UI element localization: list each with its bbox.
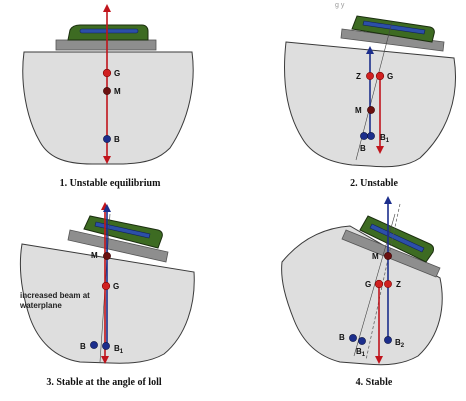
- panel-1-label-m: M: [114, 87, 121, 96]
- panel-4-caption: 4. Stable: [356, 377, 393, 388]
- panel-2-label-m: M: [355, 106, 362, 115]
- panel-4-label-z: Z: [396, 280, 401, 289]
- panel-1-hull: [22, 51, 194, 165]
- panel-1-deck: [55, 39, 157, 51]
- panel-4-label-g: G: [365, 280, 371, 289]
- panel-1-window-strip: [79, 28, 139, 34]
- panel-2-label-b: B: [360, 144, 366, 153]
- panel-3-deck: [67, 229, 169, 263]
- panel-3-point-b: [90, 341, 98, 349]
- panel-2-window-strip: [362, 20, 426, 35]
- panel-3-label-m: M: [91, 251, 98, 260]
- panel-1-label-b: B: [114, 135, 120, 144]
- panel-3-point-g: [101, 281, 111, 291]
- panel-4-point-b1: [358, 337, 366, 345]
- panel-1-label-g: G: [114, 69, 120, 78]
- panel-2-label-z: Z: [356, 72, 361, 81]
- panel-2-point-g: [375, 71, 385, 81]
- panel-2-caption: 2. Unstable: [350, 178, 398, 189]
- panel-3-point-b1: [102, 342, 110, 350]
- panel-4-deck: [341, 229, 441, 278]
- panel-1-point-b: [103, 135, 111, 143]
- panel-1-caption: 1. Unstable equilibrium: [60, 178, 162, 189]
- panel-4-label-b1: B1: [356, 347, 366, 358]
- panel-2-point-b: [360, 132, 368, 140]
- panel-2-point-m: [367, 106, 375, 114]
- panel-3-note: increased beam at waterplane: [19, 291, 92, 310]
- panel-2-label-g: G: [387, 72, 393, 81]
- panel-4-point-m: [384, 252, 392, 260]
- panel-3-caption: 3. Stable at the angle of loll: [46, 377, 161, 388]
- panel-4-label-m: M: [372, 252, 379, 261]
- panel-1-unstable-equilibrium: G M B 1. Unstable equilibrium: [22, 4, 194, 189]
- top-fragment-text: g y: [335, 2, 345, 9]
- panel-3-stable-at-angle-of-loll: M G B B1 increased beam at waterplane 3.…: [19, 202, 195, 388]
- panel-4-point-z: [384, 280, 392, 288]
- panel-3-label-b: B: [80, 342, 86, 351]
- panel-2-point-z: [366, 72, 374, 80]
- panel-4-label-b: B: [339, 333, 345, 342]
- panel-3-window-strip: [94, 221, 151, 239]
- panel-2-point-b1: [367, 132, 375, 140]
- panel-4-point-g: [374, 279, 384, 289]
- panel-2-unstable: Z G M B B1 2. Unstable: [284, 15, 456, 189]
- panel-4-centerline-dashed: [365, 203, 401, 361]
- panel-3-label-g: G: [113, 282, 119, 291]
- panel-1-point-g: [102, 68, 112, 78]
- panel-4-stable: M G Z B B1 B2 4. Stable: [281, 196, 443, 388]
- panel-4-label-b2: B2: [395, 338, 405, 349]
- panel-4-point-b: [349, 334, 357, 342]
- panel-3-point-m: [103, 252, 111, 260]
- panel-4-window-strip: [369, 223, 425, 253]
- panel-1-point-m: [103, 87, 111, 95]
- panel-4-point-b2: [384, 336, 392, 344]
- panel-2-label-b1: B1: [380, 133, 390, 144]
- panel-3-label-b1: B1: [114, 344, 124, 355]
